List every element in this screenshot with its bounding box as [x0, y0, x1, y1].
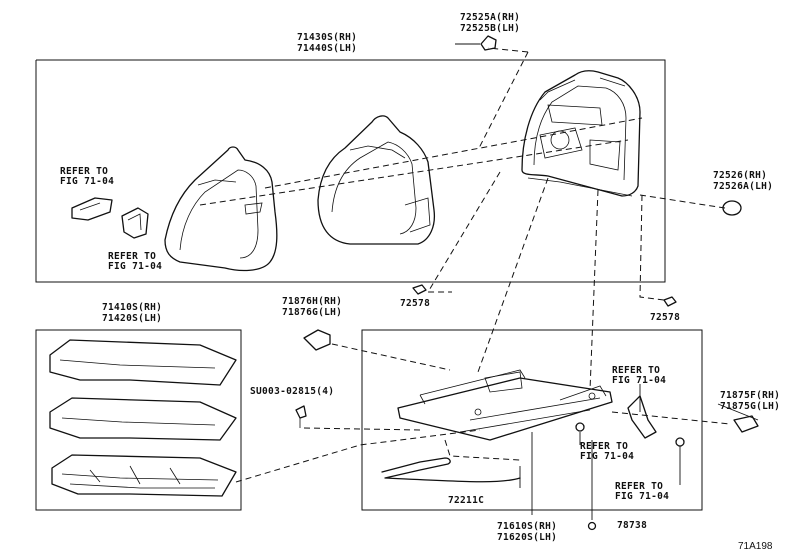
label-shield-rh: 71876H(RH): [282, 296, 342, 307]
cushion-pad-part: [49, 397, 237, 441]
label-refer-right-mid-2: FIG 71-04: [580, 451, 634, 462]
backrest-pad-part: [317, 115, 436, 245]
upper-assembly-box: [35, 59, 666, 283]
lower-dashed-leaders: [303, 343, 731, 462]
label-refer-right-top-2: FIG 71-04: [612, 375, 666, 386]
label-outer-shield-lh: 71875G(LH): [720, 401, 780, 412]
label-refer-right-mid-1: REFER TO: [580, 441, 628, 452]
label-recline-cap-rh: 72526(RH): [713, 170, 767, 181]
cushion-leader: [235, 429, 481, 483]
label-refer-right-top-1: REFER TO: [612, 365, 660, 376]
label-bolt: SU003-02815(4): [250, 386, 334, 397]
upper-dashed-leaders: [199, 47, 726, 391]
outer-shield-part: [733, 415, 759, 433]
label-wire: 72211C: [448, 495, 484, 506]
lower-left-box: [35, 329, 242, 511]
label-shield-lh: 71876G(LH): [282, 307, 342, 318]
backrest-frame-part: [521, 70, 641, 197]
wire-part: [381, 457, 521, 483]
label-outer-shield-rh: 71875F(RH): [720, 390, 780, 401]
label-cushion-cover-rh: 71410S(RH): [102, 302, 162, 313]
label-headrest-cap-rh: 72525A(RH): [460, 12, 520, 23]
cushion-cover-part: [49, 339, 237, 386]
label-refer-upper-left-2: FIG 71-04: [60, 176, 114, 187]
label-refer-lower-left-2: FIG 71-04: [108, 261, 162, 272]
label-refer-right-bottom-1: REFER TO: [615, 481, 663, 492]
label-adjuster-rh: 71610S(RH): [497, 521, 557, 532]
clip-right-part: [663, 296, 677, 307]
label-refer-upper-left-1: REFER TO: [60, 166, 108, 177]
label-refer-lower-left-1: REFER TO: [108, 251, 156, 262]
seat-adjuster-part: [397, 369, 613, 441]
label-clip-right: 72578: [650, 312, 680, 323]
cushion-frame-part: [51, 454, 237, 497]
clip-left-part: [412, 284, 427, 295]
headrest-cap-part: [480, 35, 497, 51]
backrest-shell-part: [164, 146, 278, 272]
bolt-part: [295, 405, 307, 428]
grommet-part: [587, 521, 597, 531]
figure-code: 71A198: [738, 541, 773, 552]
recline-cap-part: [722, 200, 742, 216]
headrest-pad-part: [71, 197, 113, 221]
label-clip-left: 72578: [400, 298, 430, 309]
label-recline-cap-lh: 72526A(LH): [713, 181, 773, 192]
label-adjuster-lh: 71620S(LH): [497, 532, 557, 543]
lever-part: [627, 395, 657, 439]
bracket-part: [121, 207, 149, 239]
nut-part: [575, 422, 685, 447]
label-cushion-cover-lh: 71420S(LH): [102, 313, 162, 324]
label-refer-right-bottom-2: FIG 71-04: [615, 491, 669, 502]
label-headrest-cap-lh: 72525B(LH): [460, 23, 520, 34]
label-backrest-cover-lh: 71440S(LH): [297, 43, 357, 54]
label-backrest-cover-rh: 71430S(RH): [297, 32, 357, 43]
shield-part: [303, 329, 331, 351]
label-grommet: 78738: [617, 520, 647, 531]
solid-leaders: [455, 43, 759, 520]
